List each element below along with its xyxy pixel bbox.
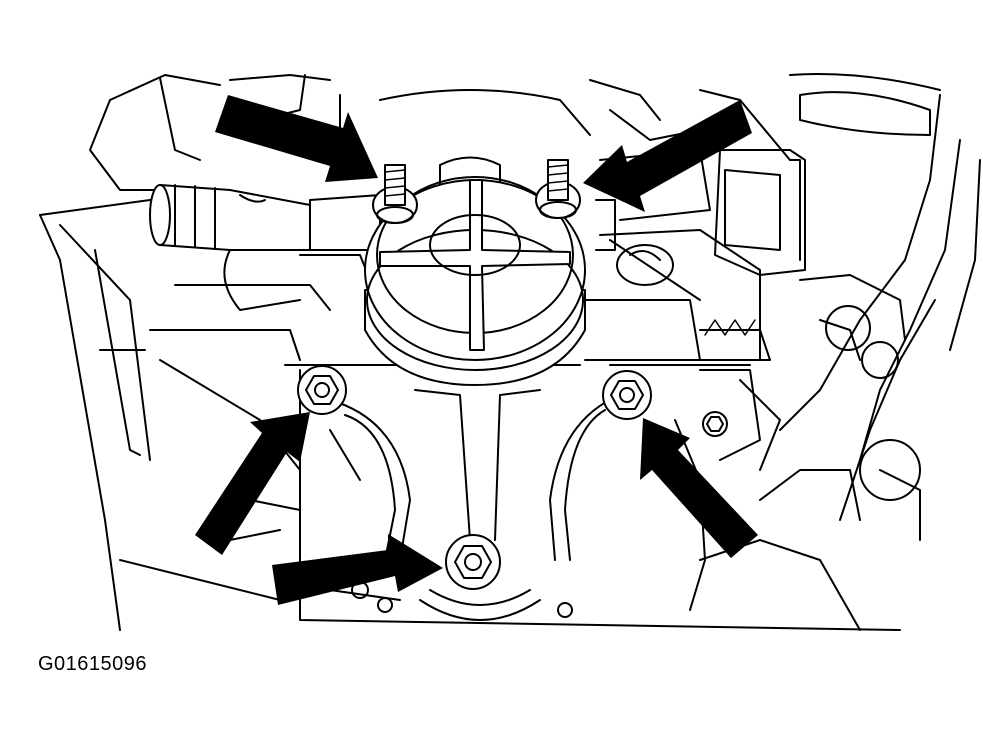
callout-arrow-icon — [640, 418, 758, 558]
small-bolt — [702, 411, 728, 437]
bolt-right — [602, 370, 652, 420]
coolant-hose — [149, 184, 311, 251]
bolt-bottom — [445, 534, 501, 590]
callout-arrow-icon — [272, 534, 443, 605]
engine-line-drawing — [39, 73, 981, 631]
figure-id-label: G01615096 — [38, 653, 148, 675]
callout-arrow-icon — [583, 100, 752, 212]
stud-right — [535, 159, 581, 219]
stud-left — [372, 164, 418, 224]
callout-arrow-icon — [215, 95, 378, 182]
filter-housing-cap — [364, 156, 586, 386]
bolt-left — [297, 365, 347, 415]
callout-arrow-icon — [195, 412, 310, 555]
